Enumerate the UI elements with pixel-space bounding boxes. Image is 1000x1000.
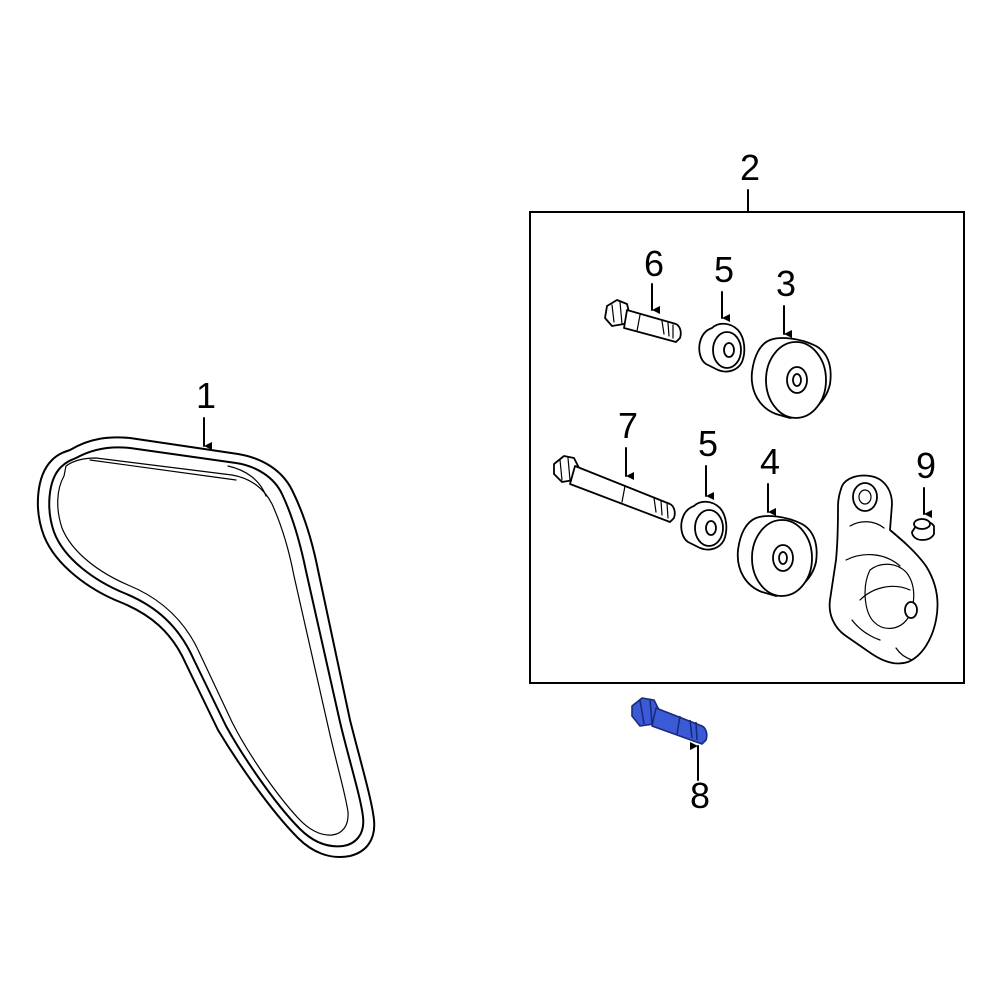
- callout-9: 9: [916, 445, 936, 518]
- idler-pulley-upper[interactable]: [750, 337, 832, 419]
- callout-6-label: 6: [644, 243, 664, 284]
- tensioner-assembly-group: 2: [529, 147, 965, 684]
- callout-5-lower-label: 5: [698, 423, 718, 464]
- cap[interactable]: [911, 518, 935, 541]
- callout-4: 4: [760, 441, 780, 516]
- callout-9-label: 9: [916, 445, 936, 486]
- long-flange-bolt[interactable]: [553, 455, 676, 523]
- idler-pulley-lower[interactable]: [736, 515, 818, 597]
- callout-7: 7: [618, 405, 638, 480]
- short-flange-bolt[interactable]: [604, 299, 682, 343]
- callout-5-lower: 5: [698, 423, 718, 500]
- callout-4-label: 4: [760, 441, 780, 482]
- callout-7-label: 7: [618, 405, 638, 446]
- callout-6: 6: [644, 243, 664, 314]
- pulley-spacer-upper[interactable]: [698, 322, 746, 373]
- callout-8: 8: [690, 742, 710, 816]
- callout-3: 3: [776, 263, 796, 338]
- callout-1-label: 1: [196, 375, 216, 416]
- tensioner-arm: [828, 474, 939, 665]
- pulley-spacer-lower[interactable]: [680, 500, 728, 551]
- callout-3-label: 3: [776, 263, 796, 304]
- callout-8-label: 8: [690, 775, 710, 816]
- callout-5-upper-label: 5: [714, 249, 734, 290]
- callout-5-upper: 5: [714, 249, 734, 322]
- serpentine-belt[interactable]: [36, 436, 376, 858]
- callout-1: 1: [196, 375, 216, 450]
- flange-bolt-highlighted[interactable]: [631, 697, 708, 745]
- callout-2-label: 2: [740, 147, 760, 188]
